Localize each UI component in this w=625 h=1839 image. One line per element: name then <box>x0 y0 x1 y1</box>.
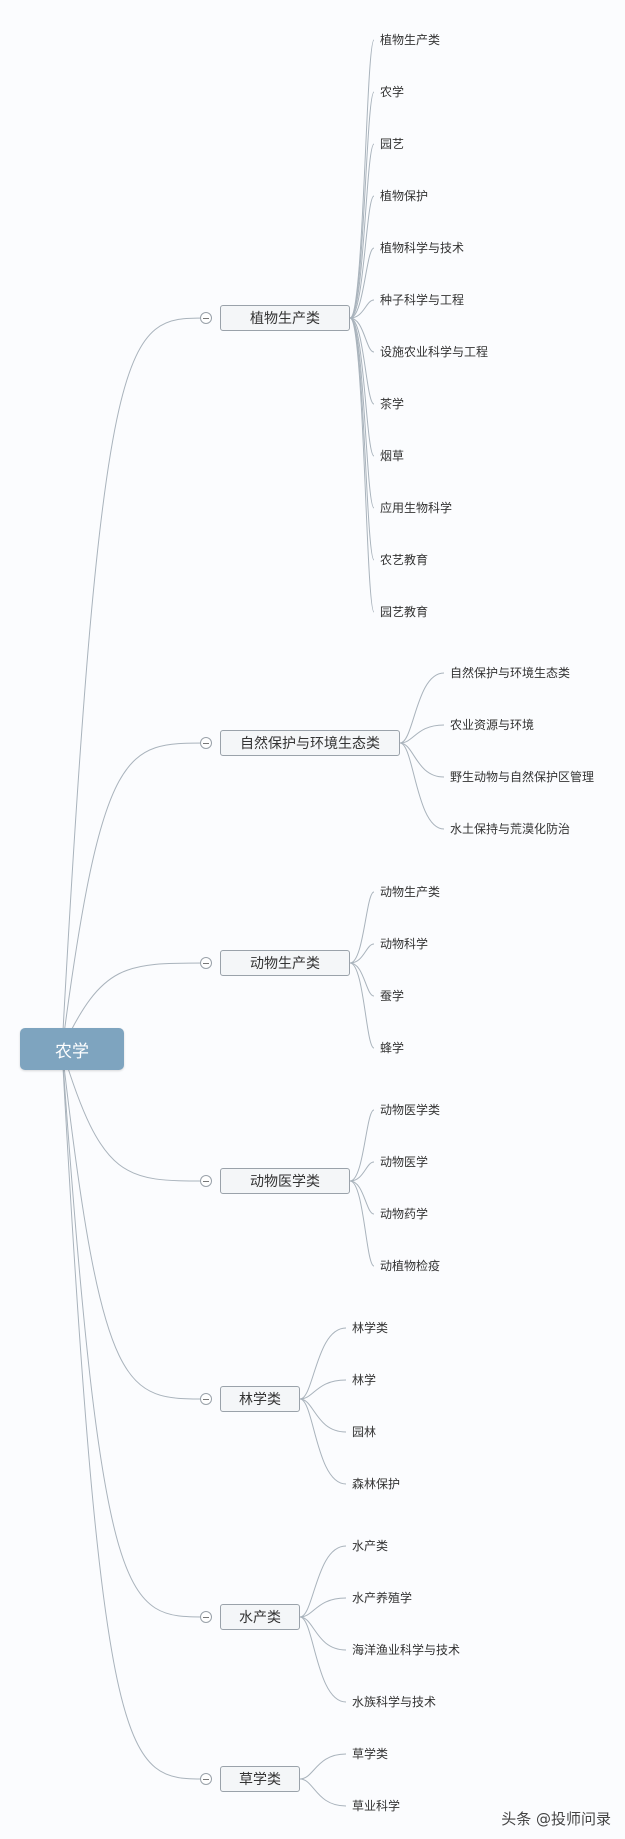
leaf-node[interactable]: 农艺教育 <box>380 553 429 567</box>
leaf-node[interactable]: 植物科学与技术 <box>380 241 465 255</box>
collapse-toggle-icon[interactable] <box>200 1393 212 1405</box>
connector-line <box>349 891 375 964</box>
category-node[interactable]: 动物医学类 <box>220 1168 350 1194</box>
leaf-node[interactable]: 动物药学 <box>380 1207 429 1221</box>
connector-line <box>61 962 207 1050</box>
leaf-node[interactable]: 动物科学 <box>380 937 429 951</box>
collapse-toggle-icon[interactable] <box>200 737 212 749</box>
connector-line <box>299 1398 347 1485</box>
leaf-node[interactable]: 应用生物科学 <box>380 501 453 515</box>
leaf-node[interactable]: 动物医学类 <box>380 1103 441 1117</box>
leaf-node[interactable]: 农业资源与环境 <box>450 718 535 732</box>
leaf-node[interactable]: 动物生产类 <box>380 885 441 899</box>
connector-line <box>349 1180 375 1267</box>
connector-line <box>299 1616 347 1703</box>
leaf-node[interactable]: 动物医学 <box>380 1155 429 1169</box>
connector-line <box>349 962 375 1049</box>
leaf-node[interactable]: 水族科学与技术 <box>352 1695 437 1709</box>
connector-line <box>61 1048 207 1182</box>
connector-line <box>349 1161 375 1182</box>
connector-line <box>299 1616 347 1651</box>
leaf-node[interactable]: 林学类 <box>352 1321 389 1335</box>
leaf-node[interactable]: 海洋渔业科学与技术 <box>352 1643 461 1657</box>
collapse-toggle-icon[interactable] <box>200 957 212 969</box>
connector-line <box>399 724 445 744</box>
category-node[interactable]: 动物生产类 <box>220 950 350 976</box>
connector-line <box>349 195 375 319</box>
connector-line <box>399 672 445 744</box>
leaf-node[interactable]: 草业科学 <box>352 1799 401 1813</box>
connector-line <box>349 317 375 561</box>
leaf-node[interactable]: 林学 <box>352 1373 377 1387</box>
connector-line <box>349 1109 375 1182</box>
category-node[interactable]: 林学类 <box>220 1386 300 1412</box>
leaf-node[interactable]: 水土保持与荒漠化防治 <box>450 822 571 836</box>
connector-line <box>61 1048 207 1618</box>
connector-line <box>61 742 207 1050</box>
leaf-node[interactable]: 园艺 <box>380 137 405 151</box>
leaf-node[interactable]: 种子科学与工程 <box>380 293 465 307</box>
connector-line <box>61 1048 207 1400</box>
leaf-node[interactable]: 野生动物与自然保护区管理 <box>450 770 595 784</box>
leaf-node[interactable]: 植物生产类 <box>380 33 441 47</box>
leaf-node[interactable]: 水产养殖学 <box>352 1591 413 1605</box>
connector-line <box>399 742 445 778</box>
leaf-node[interactable]: 烟草 <box>380 449 405 463</box>
connector-line <box>349 317 375 509</box>
category-node[interactable]: 植物生产类 <box>220 305 350 331</box>
root-node[interactable]: 农学 <box>20 1028 124 1070</box>
connector-line <box>349 943 375 964</box>
connector-line <box>349 247 375 319</box>
connector-line <box>399 742 445 830</box>
connector-line <box>299 1778 347 1807</box>
connector-line <box>349 317 375 405</box>
category-node[interactable]: 草学类 <box>220 1766 300 1792</box>
leaf-node[interactable]: 草学类 <box>352 1747 389 1761</box>
leaf-node[interactable]: 茶学 <box>380 397 405 411</box>
connector-line <box>299 1379 347 1400</box>
collapse-toggle-icon[interactable] <box>200 1175 212 1187</box>
leaf-node[interactable]: 园林 <box>352 1425 377 1439</box>
leaf-node[interactable]: 设施农业科学与工程 <box>380 345 489 359</box>
collapse-toggle-icon[interactable] <box>200 312 212 324</box>
connector-line <box>349 317 375 457</box>
connector-line <box>61 1048 207 1780</box>
leaf-node[interactable]: 蜂学 <box>380 1041 405 1055</box>
connector-line <box>299 1597 347 1618</box>
connector-line <box>299 1753 347 1780</box>
connector-line <box>299 1545 347 1618</box>
leaf-node[interactable]: 自然保护与环境生态类 <box>450 666 571 680</box>
category-node[interactable]: 自然保护与环境生态类 <box>220 730 400 756</box>
connector-line <box>349 39 375 319</box>
leaf-node[interactable]: 动植物检疫 <box>380 1259 441 1273</box>
leaf-node[interactable]: 水产类 <box>352 1539 389 1553</box>
collapse-toggle-icon[interactable] <box>200 1611 212 1623</box>
connector-line <box>349 91 375 319</box>
leaf-node[interactable]: 农学 <box>380 85 405 99</box>
watermark: 头条 @投师问录 <box>501 1810 611 1828</box>
leaf-node[interactable]: 园艺教育 <box>380 605 429 619</box>
connector-line <box>349 143 375 319</box>
connector-line <box>349 317 375 613</box>
leaf-node[interactable]: 植物保护 <box>380 189 429 203</box>
leaf-node[interactable]: 蚕学 <box>380 989 405 1003</box>
connector-line <box>299 1398 347 1433</box>
collapse-toggle-icon[interactable] <box>200 1773 212 1785</box>
leaf-node[interactable]: 森林保护 <box>352 1477 401 1491</box>
connector-line <box>61 317 207 1050</box>
category-node[interactable]: 水产类 <box>220 1604 300 1630</box>
connector-line <box>349 299 375 319</box>
connector-line <box>299 1327 347 1400</box>
